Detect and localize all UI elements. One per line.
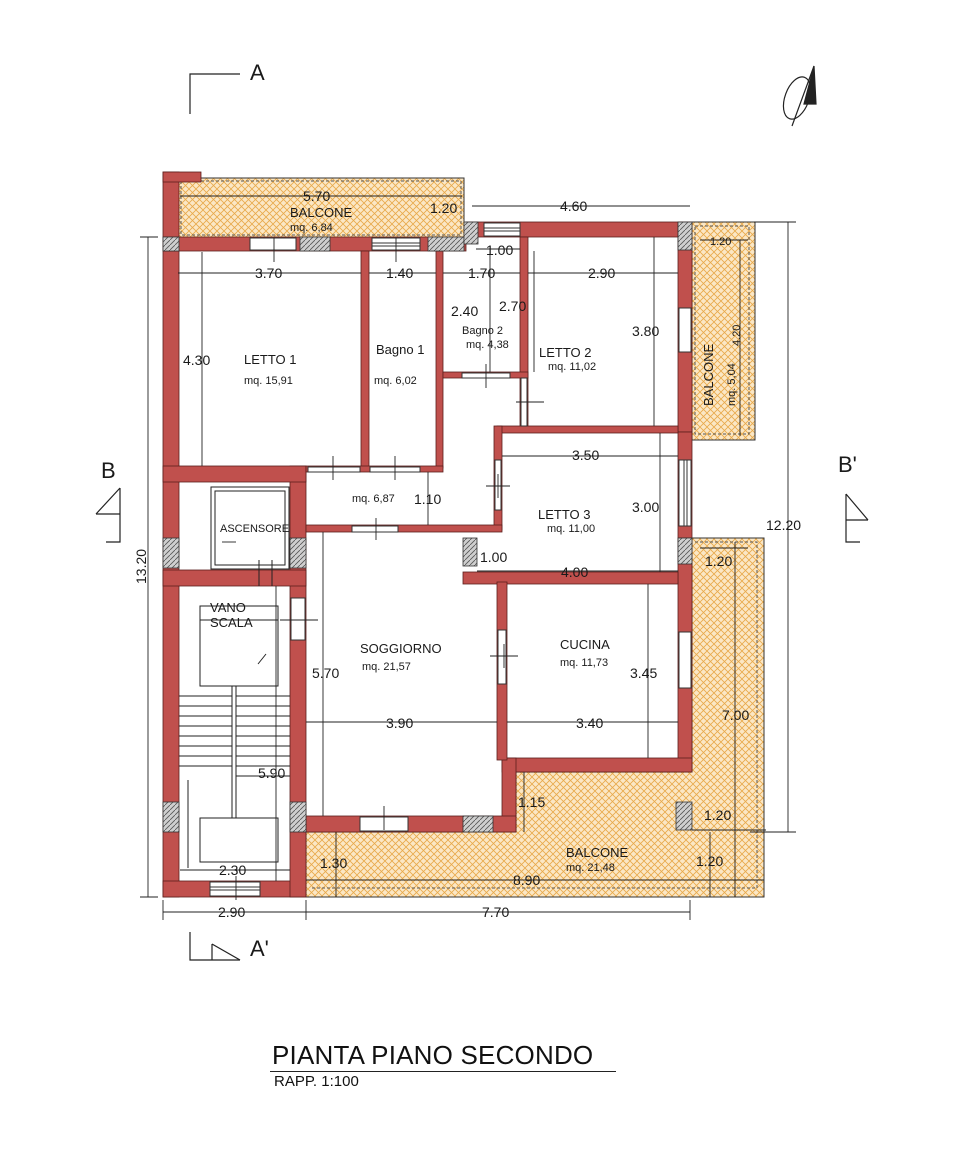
room-name: SOGGIORNO — [360, 641, 442, 656]
dimension-label: 1.30 — [320, 855, 347, 871]
balcony-right — [691, 221, 756, 441]
room-name: LETTO 1 — [244, 352, 297, 367]
dimension-label: 2.30 — [219, 862, 246, 878]
dimension-label: 3.90 — [386, 715, 413, 731]
dimension-label: 1.20 — [704, 807, 731, 823]
dimension-label: 3.00 — [632, 499, 659, 515]
room-name: Bagno 1 — [376, 342, 424, 357]
drawing-title: PIANTA PIANO SECONDO — [272, 1040, 594, 1070]
north-arrow-icon — [782, 65, 817, 127]
room-area: mq. 4,38 — [466, 339, 509, 351]
dimension-label: 1.20 — [705, 553, 732, 569]
dimension-label: 5.70 — [312, 665, 339, 681]
dimension-label: 4.30 — [183, 352, 210, 368]
dimension-label: 3.70 — [255, 265, 282, 281]
room-name: LETTO 2 — [539, 345, 592, 360]
dimension-label: 4.20 — [731, 325, 743, 346]
room-area: mq. 11,73 — [560, 657, 608, 669]
drawing-scale: RAPP. 1:100 — [274, 1073, 359, 1090]
balcony-area: mq. 21,48 — [566, 862, 615, 874]
dimension-lines — [140, 195, 796, 920]
room-name: SCALA — [210, 615, 253, 630]
dimension-label: 4.00 — [561, 564, 588, 580]
dimension-label: 5.70 — [303, 188, 330, 204]
dimension-label: 3.40 — [576, 715, 603, 731]
dimension-label: 1.15 — [518, 794, 545, 810]
dimension-label: 7.70 — [482, 904, 509, 920]
dimension-label: 4.60 — [560, 198, 587, 214]
room-name: ASCENSORE — [220, 523, 289, 535]
room-name: VANO — [210, 600, 246, 615]
dimension-label: 13.20 — [133, 549, 149, 584]
dimension-label: 1.00 — [480, 549, 507, 565]
title-underline — [270, 1071, 616, 1072]
dimension-label: 3.50 — [572, 447, 599, 463]
section-b-right: B' — [838, 452, 857, 477]
balcony-labels: BALCONE mq. 6,84 BALCONE mq. 5,04 BALCON… — [290, 205, 738, 874]
room-name: Bagno 2 — [462, 325, 503, 337]
stair-steps — [179, 695, 290, 777]
dimension-label: 1.10 — [414, 491, 441, 507]
room-area: mq. 11,02 — [548, 361, 596, 373]
dimension-label: 1.00 — [486, 242, 513, 258]
dimension-label: 2.90 — [218, 904, 245, 920]
vertical-circulation — [179, 486, 290, 868]
room-name: CUCINA — [560, 637, 610, 652]
balcony-name: BALCONE — [566, 845, 628, 860]
balcony-area: mq. 5,04 — [726, 363, 738, 406]
balcony-bottom — [305, 537, 765, 898]
balcony-area: mq. 6,84 — [290, 222, 333, 234]
room-name: LETTO 3 — [538, 507, 591, 522]
section-a-top: A — [250, 60, 265, 85]
dimension-label: 5.90 — [258, 765, 285, 781]
section-markers — [95, 73, 869, 961]
section-a-bottom: A' — [250, 936, 269, 961]
dimension-label: 2.90 — [588, 265, 615, 281]
dimension-label: 3.80 — [632, 323, 659, 339]
room-area: mq. 6,02 — [374, 375, 417, 387]
dimension-label: 1.20 — [696, 853, 723, 869]
dimension-label: 1.20 — [430, 200, 457, 216]
elevator-cab — [210, 486, 290, 570]
dimension-label: 7.00 — [722, 707, 749, 723]
balcony-top — [177, 177, 465, 239]
room-area: mq. 6,87 — [352, 493, 395, 505]
dimension-labels: 5.70 1.20 4.60 1.00 1.20 3.70 1.40 1.70 … — [133, 188, 801, 920]
room-area: mq. 15,91 — [244, 375, 293, 387]
dimension-label: 1.40 — [386, 265, 413, 281]
dimension-label: 2.40 — [451, 303, 478, 319]
dimension-label: 1.20 — [710, 236, 731, 248]
balcony-name: BALCONE — [701, 344, 716, 406]
dimension-label: 2.70 — [499, 298, 526, 314]
dimension-label: 12.20 — [766, 517, 801, 533]
dimension-label: 1.70 — [468, 265, 495, 281]
room-area: mq. 21,57 — [362, 661, 411, 673]
pillars — [162, 221, 693, 833]
door-markers — [222, 238, 544, 900]
balcony-name: BALCONE — [290, 205, 352, 220]
dimension-label: 8.90 — [513, 872, 540, 888]
dimension-label: 3.45 — [630, 665, 657, 681]
section-b-left: B — [101, 458, 116, 483]
room-area: mq. 11,00 — [547, 523, 595, 535]
room-labels: LETTO 1 mq. 15,91 Bagno 1 mq. 6,02 Bagno… — [210, 325, 610, 673]
balconies — [177, 177, 765, 898]
